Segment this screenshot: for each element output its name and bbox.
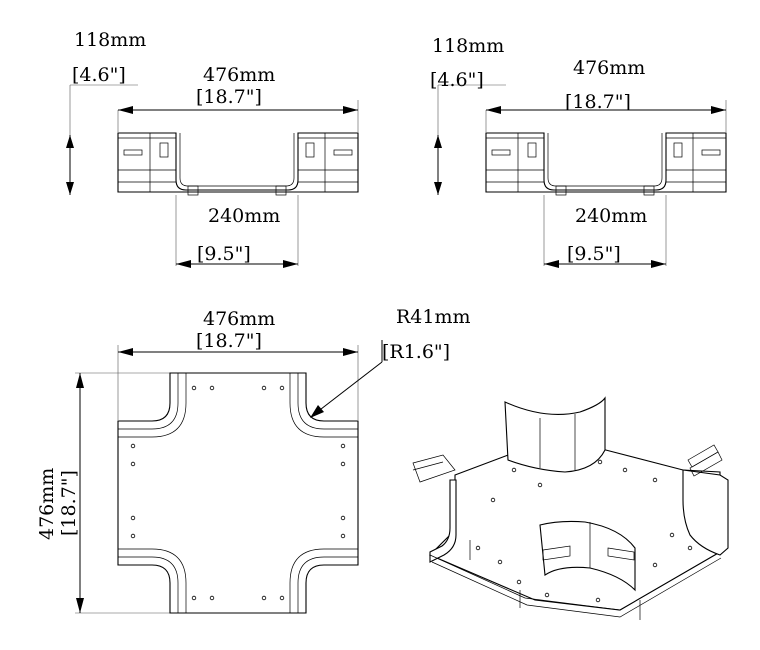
width-mm-label: 476mm (203, 308, 275, 330)
width-in-label: [18.7"] (565, 91, 631, 113)
radius-mm-label: R41mm (396, 306, 471, 328)
top-view: 476mm [18.7"] R41mm [R1.6"] 476mm [18.7"… (36, 306, 471, 614)
side-view-left: 118mm [4.6"] 476mm [18.7"] 240mm [9.5"] (65, 29, 359, 269)
inner-mm-label: 240mm (575, 205, 647, 227)
height-in-label: [18.7"] (58, 470, 80, 536)
width-in-label: [18.7"] (196, 86, 262, 108)
height-mm-label: 118mm (432, 35, 504, 57)
side-view-right: 118mm [4.6"] 476mm [18.7"] 240mm [9.5"] (430, 35, 727, 269)
width-mm-label: 476mm (203, 64, 275, 86)
isometric-view (412, 396, 729, 620)
inner-in-label: [9.5"] (567, 243, 621, 265)
height-in-label: [4.6"] (72, 64, 126, 86)
radius-in-label: [R1.6"] (382, 341, 450, 363)
height-mm-label: 476mm (36, 468, 58, 540)
width-in-label: [18.7"] (196, 330, 262, 352)
inner-in-label: [9.5"] (197, 243, 251, 265)
width-mm-label: 476mm (573, 57, 645, 79)
height-mm-label: 118mm (74, 29, 146, 51)
inner-mm-label: 240mm (208, 205, 280, 227)
height-in-label: [4.6"] (430, 69, 484, 91)
